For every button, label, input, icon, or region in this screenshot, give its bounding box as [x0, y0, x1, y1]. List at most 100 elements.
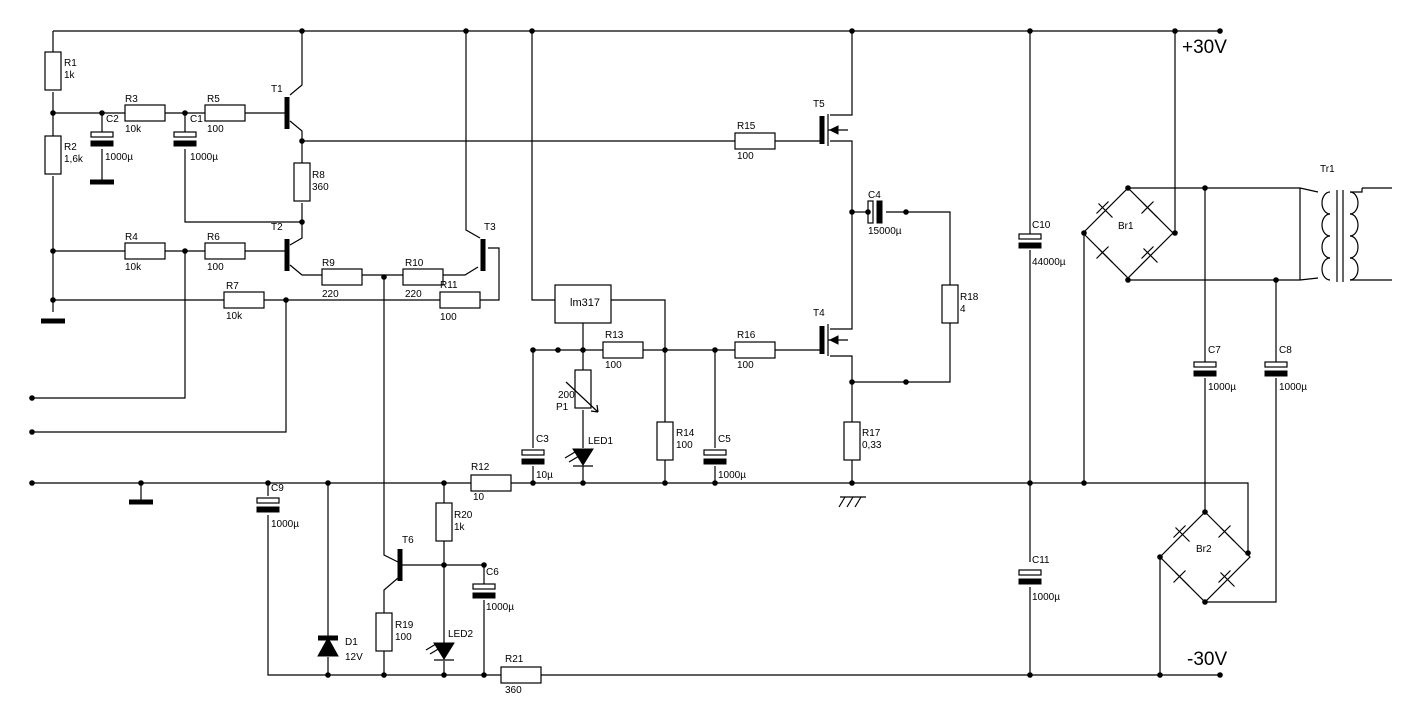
- r1-name-label: R1: [64, 58, 77, 69]
- r5-value-label: 100: [207, 124, 224, 135]
- r3-resistor: [124, 104, 166, 122]
- negative-rail-label: -30V: [1187, 649, 1227, 670]
- r8-name-label: R8: [312, 170, 325, 181]
- r11-name-label: R11: [440, 280, 458, 291]
- led2-name-label: LED2: [448, 629, 473, 640]
- r15-value-label: 100: [737, 151, 754, 162]
- c1-value-label: 1000µ: [190, 152, 218, 163]
- c9-name-label: C9: [271, 483, 284, 494]
- r16-resistor: [734, 341, 776, 359]
- r19-value-label: 100: [395, 632, 412, 643]
- led2-arrows: [425, 643, 441, 655]
- r5-name-label: R5: [207, 94, 220, 105]
- c1-name-label: C1: [190, 114, 203, 125]
- p1-name-label: P1: [556, 402, 569, 413]
- r1-value-label: 1k: [64, 70, 76, 81]
- p1-value-label: 200: [558, 390, 575, 401]
- r21-name-label: R21: [505, 654, 524, 665]
- c11-value-label: 1000µ: [1032, 592, 1060, 603]
- r12-name-label: R12: [471, 462, 490, 473]
- c6-name-label: C6: [486, 567, 499, 578]
- r18-name-label: R18: [960, 292, 979, 303]
- r3-name-label: R3: [125, 94, 138, 105]
- c4-name-label: C4: [868, 190, 881, 201]
- c9-value-label: 1000µ: [271, 519, 299, 530]
- r12-value-label: 10: [473, 492, 485, 503]
- r10-resistor: [402, 268, 444, 286]
- t1-name-label: T1: [271, 84, 283, 95]
- p1-resistor: [574, 369, 592, 409]
- r13-resistor: [602, 341, 644, 359]
- c6-capacitor: [472, 583, 496, 599]
- r5-resistor: [204, 104, 246, 122]
- r2-name-label: R2: [64, 142, 77, 153]
- r19-resistor: [375, 612, 393, 652]
- c4-value-label: 15000µ: [868, 226, 902, 237]
- c3-capacitor: [521, 449, 545, 465]
- r15-name-label: R15: [737, 121, 756, 132]
- c11-capacitor: [1018, 569, 1042, 585]
- r11-value-label: 100: [440, 312, 457, 323]
- r4-value-label: 10k: [125, 262, 142, 273]
- br2-name-label: Br2: [1196, 544, 1212, 555]
- br2-bridge: [1159, 511, 1251, 603]
- r8-value-label: 360: [312, 182, 329, 193]
- r16-value-label: 100: [737, 360, 754, 371]
- t4-mosfet: [819, 324, 848, 356]
- tr1-transformer: [1321, 188, 1363, 282]
- r16-name-label: R16: [737, 330, 756, 341]
- c2-capacitor: [90, 131, 114, 147]
- c2-name-label: C2: [106, 114, 119, 125]
- c6-value-label: 1000µ: [486, 602, 514, 613]
- r11-resistor: [439, 291, 481, 309]
- positive-rail-label: +30V: [1182, 37, 1227, 58]
- r14-resistor: [656, 421, 674, 461]
- c9-capacitor: [256, 497, 280, 513]
- c5-name-label: C5: [718, 434, 731, 445]
- t3-name-label: T3: [484, 222, 496, 233]
- r7-value-label: 10k: [226, 311, 243, 322]
- r7-name-label: R7: [226, 281, 239, 292]
- ic1-name-label: lm317: [570, 297, 600, 309]
- r4-resistor: [124, 242, 166, 260]
- r1-resistor: [44, 51, 62, 91]
- r17-value-label: 0,33: [862, 440, 882, 451]
- r21-value-label: 360: [505, 685, 522, 696]
- r20-resistor: [435, 502, 453, 542]
- c5-capacitor: [703, 449, 727, 465]
- r6-name-label: R6: [207, 232, 220, 243]
- wires: [32, 30, 1392, 676]
- r9-name-label: R9: [322, 258, 335, 269]
- r4-name-label: R4: [125, 232, 138, 243]
- c1-capacitor: [173, 131, 197, 147]
- t5-mosfet: [819, 114, 848, 146]
- r13-name-label: R13: [605, 330, 624, 341]
- r15-resistor: [734, 132, 776, 150]
- r3-value-label: 10k: [125, 124, 142, 135]
- c3-name-label: C3: [536, 434, 549, 445]
- tr1-name-label: Tr1: [1320, 164, 1335, 175]
- r10-name-label: R10: [405, 258, 424, 269]
- r9-value-label: 220: [322, 289, 339, 300]
- t5-name-label: T5: [813, 99, 825, 110]
- r21-resistor: [500, 666, 542, 684]
- r18-value-label: 4: [960, 304, 966, 315]
- r14-name-label: R14: [676, 428, 695, 439]
- r12-resistor: [470, 474, 512, 492]
- r17-name-label: R17: [862, 428, 881, 439]
- r9-resistor: [321, 268, 363, 286]
- c10-value-label: 44000µ: [1032, 257, 1066, 268]
- c8-value-label: 1000µ: [1279, 382, 1307, 393]
- c2-value-label: 1000µ: [105, 152, 133, 163]
- r19-name-label: R19: [395, 620, 414, 631]
- br1-bridge: [1082, 187, 1174, 279]
- c7-capacitor: [1193, 361, 1217, 377]
- d1-diode: [317, 635, 339, 657]
- c11-name-label: C11: [1032, 555, 1050, 566]
- c10-name-label: C10: [1032, 220, 1051, 231]
- r6-value-label: 100: [207, 262, 224, 273]
- r8-resistor: [293, 162, 311, 202]
- c3-value-label: 10µ: [536, 470, 553, 481]
